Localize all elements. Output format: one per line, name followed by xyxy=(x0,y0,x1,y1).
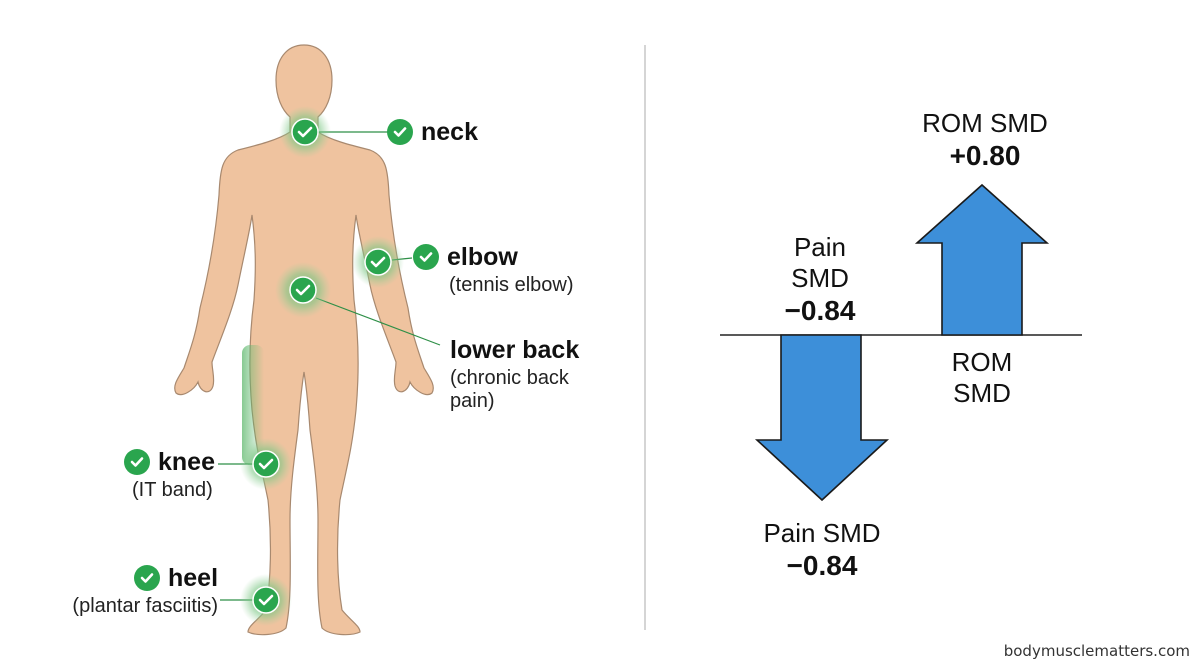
pain-label-2: SMD xyxy=(791,263,849,294)
checkmark-icon xyxy=(258,458,274,470)
elbow-title: elbow xyxy=(447,243,518,271)
elbow-detail: (tennis elbow) xyxy=(449,273,574,296)
heel-detail: (plantar fasciitis) xyxy=(72,594,219,617)
checkmark-icon xyxy=(295,284,311,296)
site-markers xyxy=(240,106,404,626)
elbow-marker xyxy=(352,236,404,288)
lower-back-label: lower back (chronic back pain) xyxy=(450,336,600,413)
lower-back-leader xyxy=(315,297,441,346)
rom-lower-label: ROM SMD xyxy=(912,347,1052,409)
heel-title: heel xyxy=(168,564,219,592)
heel-marker xyxy=(240,574,292,626)
checkmark-icon xyxy=(297,126,313,138)
pain-label: Pain xyxy=(793,232,847,262)
elbow-label: elbow (tennis elbow) xyxy=(413,243,574,297)
neck-marker xyxy=(279,106,331,158)
pain-value: −0.84 xyxy=(784,295,856,327)
rom-lower-label-2: SMD xyxy=(953,378,1011,409)
pain-upper-label: Pain SMD −0.84 xyxy=(755,232,885,328)
rom-up-arrow xyxy=(914,183,1050,336)
body-silhouette xyxy=(174,44,434,636)
heel-label: heel (plantar fasciitis) xyxy=(60,564,218,618)
lower-back-title: lower back xyxy=(450,336,580,364)
checkmark-icon xyxy=(413,244,439,271)
checkmark-icon xyxy=(258,594,274,606)
neck-title: neck xyxy=(421,118,478,146)
leg-highlight xyxy=(242,345,264,465)
pain-down-arrow xyxy=(754,334,890,502)
rom-label: ROM SMD xyxy=(922,108,1048,138)
lower-back-marker xyxy=(275,262,331,318)
lower-back-detail: (chronic back pain) xyxy=(450,366,569,412)
knee-title: knee xyxy=(158,448,215,476)
rom-lower-label-1: ROM xyxy=(951,347,1013,377)
rom-top-label: ROM SMD +0.80 xyxy=(905,108,1065,173)
checkmark-icon xyxy=(387,119,413,146)
pain-bottom-value: −0.84 xyxy=(786,550,858,582)
rom-value: +0.80 xyxy=(949,140,1021,172)
watermark: bodymusclematters.com xyxy=(1003,642,1190,660)
human-body-figure xyxy=(174,44,434,636)
neck-label: neck xyxy=(387,118,478,147)
checkmark-icon xyxy=(134,565,160,592)
checkmark-icon xyxy=(124,449,150,476)
knee-marker xyxy=(240,438,292,490)
pain-bottom-label: Pain SMD −0.84 xyxy=(742,518,902,583)
pain-bottom-text: Pain SMD xyxy=(763,518,881,548)
effect-size-arrows xyxy=(720,183,1082,502)
checkmark-icon xyxy=(370,256,386,268)
knee-detail: (IT band) xyxy=(132,478,213,501)
knee-label: knee (IT band) xyxy=(124,448,215,502)
